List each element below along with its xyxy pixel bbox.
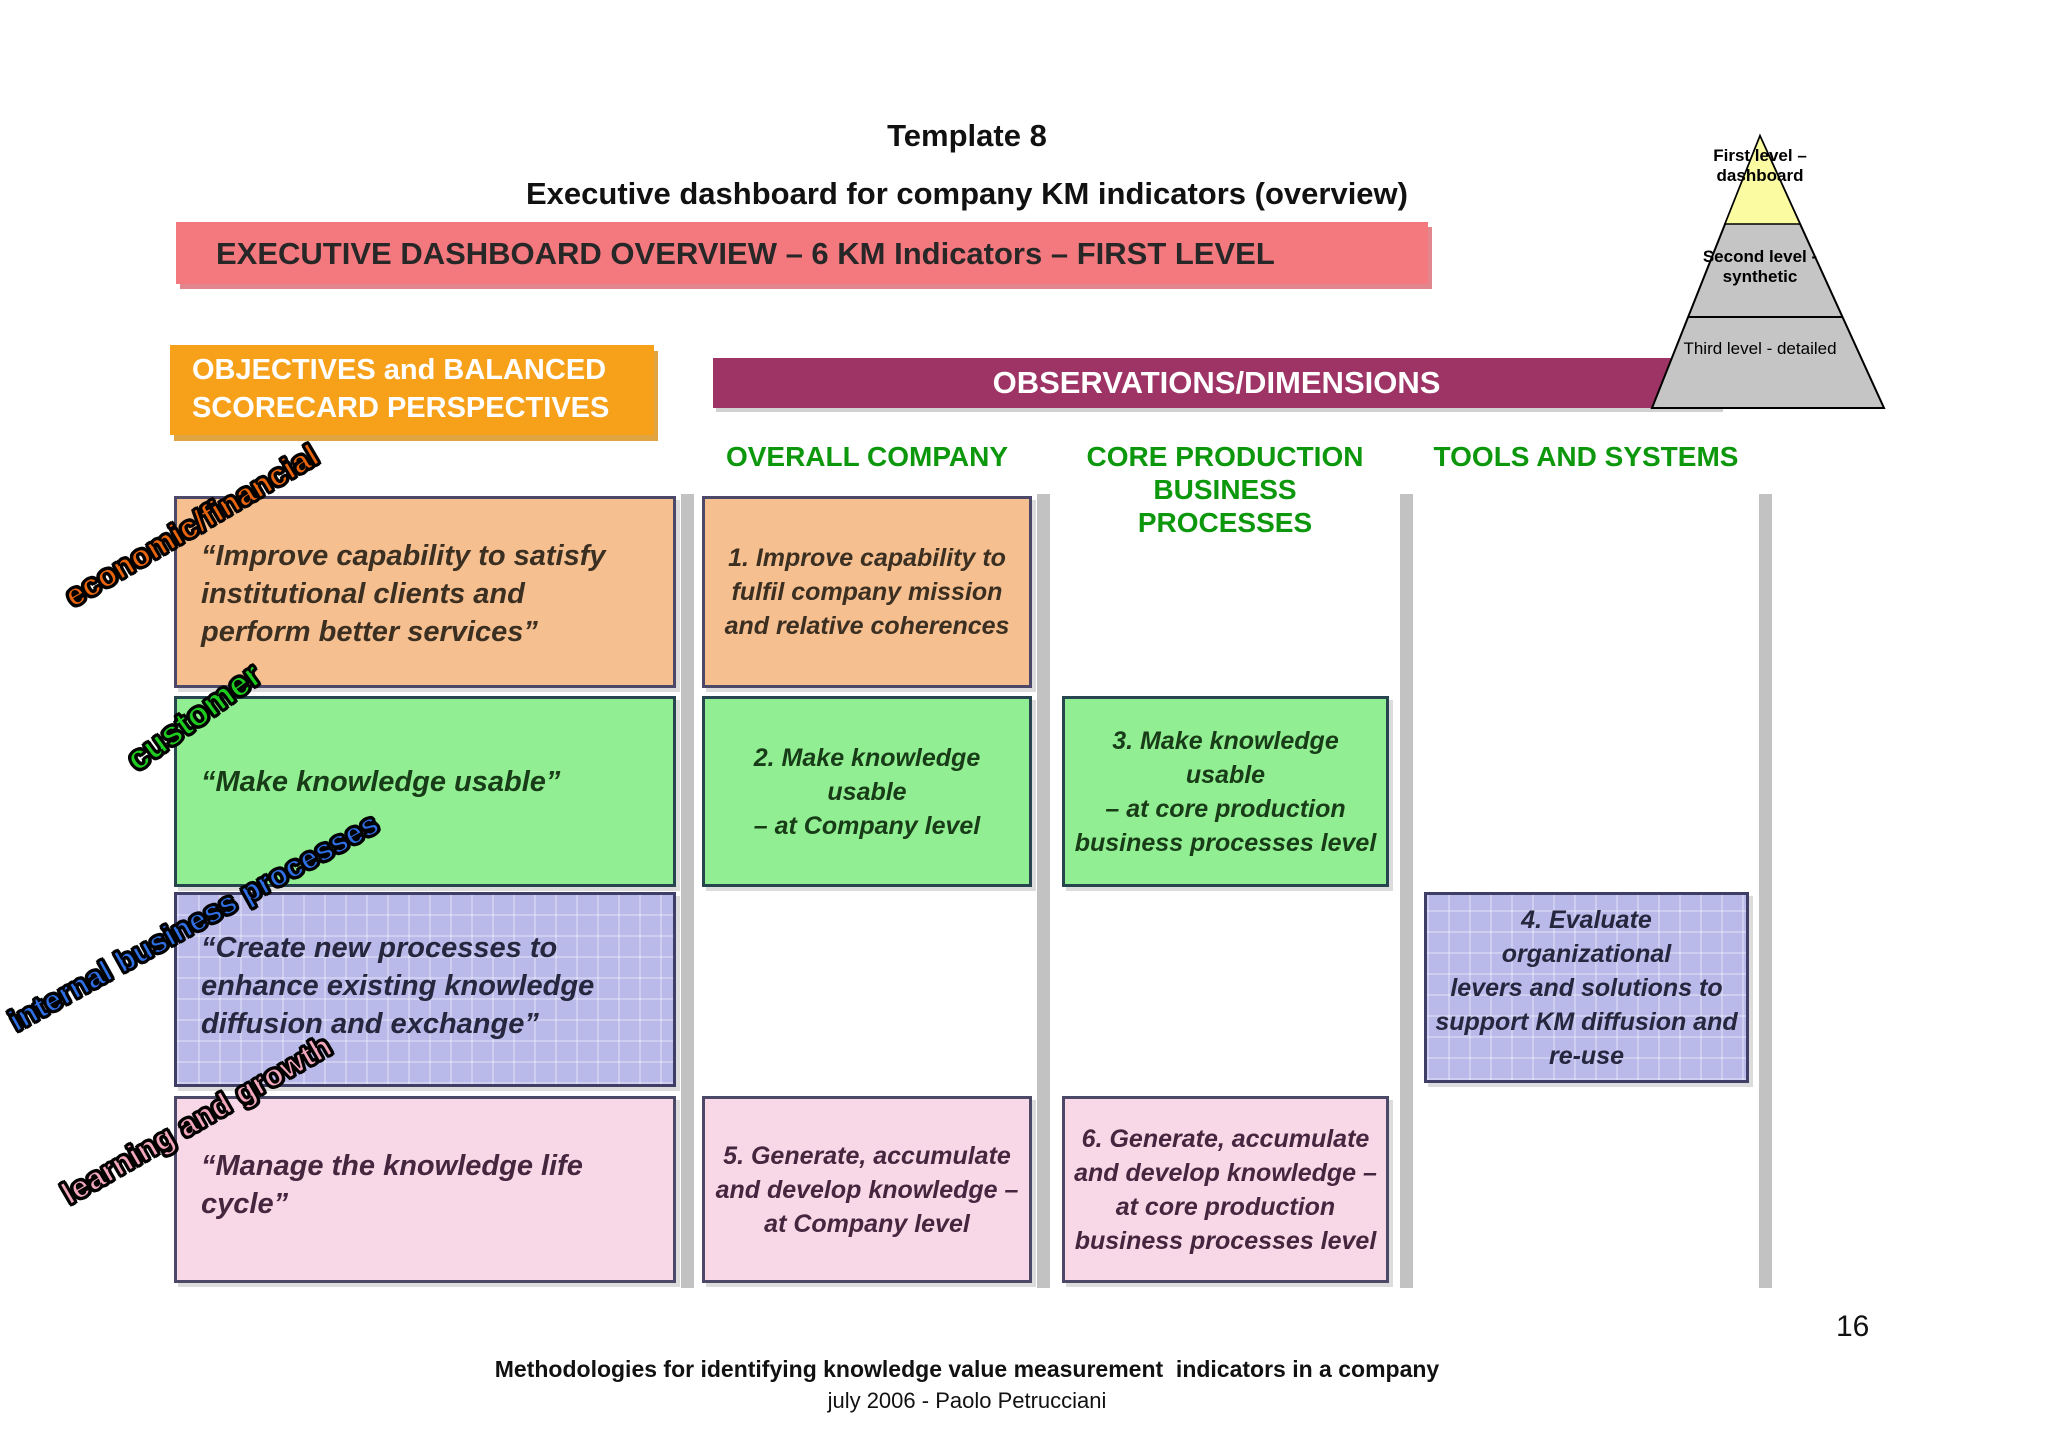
objective-box-economic: “Improve capability to satisfy instituti… <box>174 496 676 688</box>
footer-title: Methodologies for identifying knowledge … <box>494 1356 1440 1382</box>
column-header-overall-company: OVERALL COMPANY <box>725 441 1009 472</box>
objectives-header: OBJECTIVES and BALANCED SCORECARD PERSPE… <box>170 345 654 435</box>
pyramid-first-level-shape <box>1723 134 1802 225</box>
objective-box-customer: “Make knowledge usable” <box>174 696 676 887</box>
slide-title: Executive dashboard for company KM indic… <box>525 176 1408 211</box>
main-banner: EXECUTIVE DASHBOARD OVERVIEW – 6 KM Indi… <box>176 222 1428 284</box>
objective-box-learning: “Manage the knowledge life cycle” <box>174 1096 676 1283</box>
pyramid-level-3-label: Third level - detailed <box>1683 339 1837 358</box>
indicator-box-4: 4. Evaluate organizational levers and so… <box>1424 892 1749 1083</box>
pyramid-level-2-label: Second level - synthetic <box>1702 247 1818 286</box>
levels-pyramid-graphic <box>1650 133 1886 409</box>
column-separator <box>1759 494 1772 1288</box>
indicator-box-1: 1. Improve capability to fulfil company … <box>702 496 1032 688</box>
indicator-box-2: 2. Make knowledge usable – at Company le… <box>702 696 1032 887</box>
column-separator <box>1400 494 1413 1288</box>
column-separator <box>681 494 694 1288</box>
column-header-tools-systems: TOOLS AND SYSTEMS <box>1433 441 1739 472</box>
pyramid-body-shape <box>1650 133 1886 409</box>
indicator-box-6: 6. Generate, accumulate and develop know… <box>1062 1096 1389 1283</box>
indicator-box-3: 3. Make knowledge usable – at core produ… <box>1062 696 1389 887</box>
objective-box-internal: “Create new processes to enhance existin… <box>174 892 676 1087</box>
pyramid-level-1-label: First level – dashboard <box>1713 146 1807 185</box>
column-separator <box>1037 494 1050 1288</box>
column-header-core-production: CORE PRODUCTION BUSINESS PROCESSES <box>1086 441 1364 538</box>
footer-author-date: july 2006 - Paolo Petrucciani <box>827 1388 1107 1413</box>
page-number: 16 <box>1836 1310 1870 1343</box>
template-number: Template 8 <box>887 118 1047 153</box>
indicator-box-5: 5. Generate, accumulate and develop know… <box>702 1096 1032 1283</box>
observations-banner: OBSERVATIONS/DIMENSIONS <box>713 358 1720 408</box>
